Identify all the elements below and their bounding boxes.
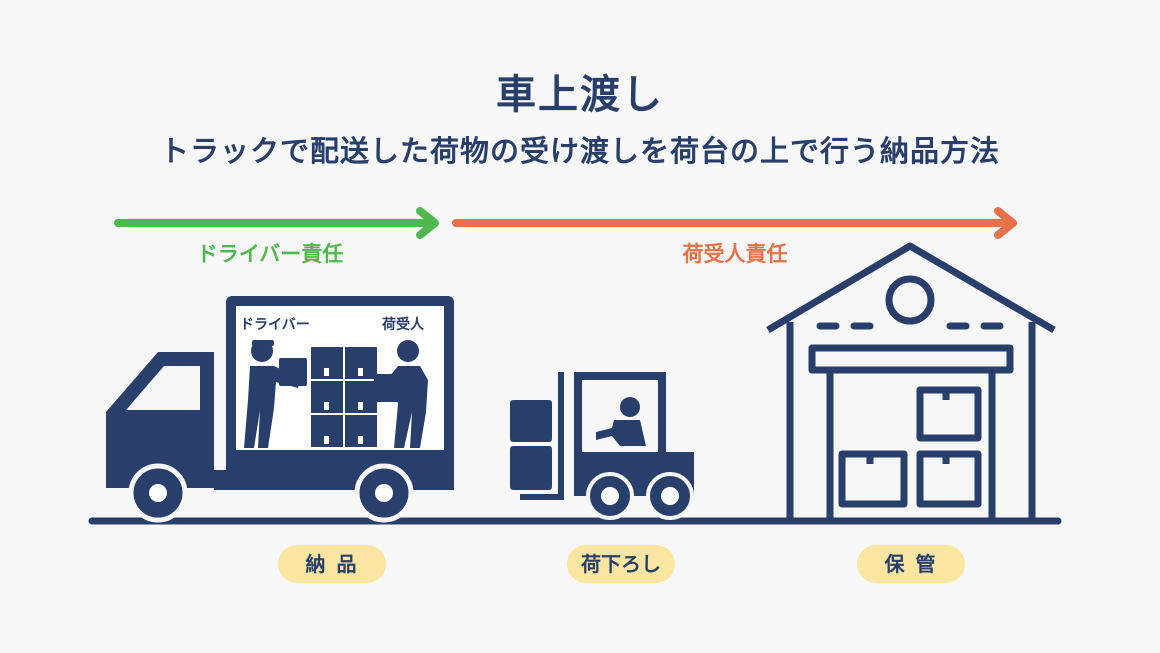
truck-icon — [106, 296, 454, 523]
step-storage-badge: 保 管 — [857, 545, 965, 583]
receiver-figure — [374, 340, 428, 448]
page-title: 車上渡し — [496, 72, 664, 118]
receiver-responsibility-arrow — [452, 207, 1017, 239]
driver-responsibility-label: ドライバー責任 — [196, 242, 344, 266]
warehouse-icon — [766, 242, 1056, 518]
step-unload-badge: 荷下ろし — [567, 545, 675, 583]
receiver-responsibility-label: 荷受人責任 — [682, 242, 788, 266]
forklift-icon — [510, 372, 694, 520]
truck-driver-label: ドライバー — [240, 317, 310, 333]
driver-responsibility-arrow — [114, 207, 439, 239]
page-subtitle: トラックで配送した荷物の受け渡しを荷台の上で行う納品方法 — [159, 134, 1000, 168]
step-delivery-badge: 納 品 — [278, 545, 386, 583]
truck-receiver-label: 荷受人 — [382, 317, 424, 333]
driver-figure — [244, 340, 307, 448]
